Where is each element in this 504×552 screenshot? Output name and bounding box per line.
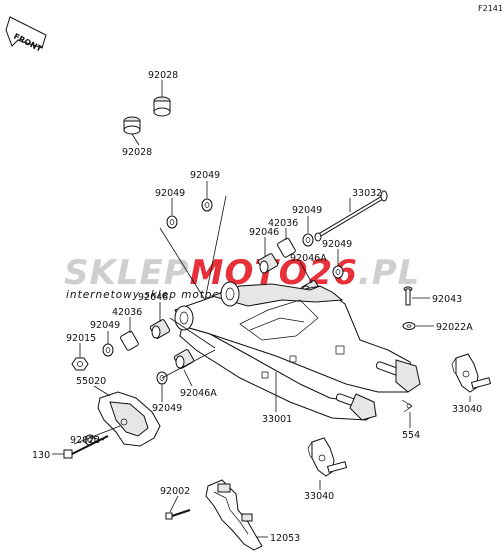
label-33001: 33001 <box>262 414 292 425</box>
chain-slipper-55020-drawing <box>97 391 161 447</box>
label-92015: 92015 <box>66 333 96 344</box>
label-92022A: 92022A <box>436 322 473 333</box>
label-55020: 55020 <box>76 376 106 387</box>
pin-554-drawing <box>401 399 413 413</box>
label-92046-b: 92046 <box>138 292 168 303</box>
diagram-ref-code: F2141 <box>478 4 503 13</box>
chain-adjuster-33040-a-drawing <box>451 353 492 393</box>
pivot-shaft-33032-drawing <box>314 190 388 242</box>
collar-42036-a-drawing <box>277 237 296 258</box>
swingarm-33001-drawing <box>174 281 421 421</box>
washer-92049-a-drawing <box>166 215 178 229</box>
label-92049-c: 92049 <box>292 205 322 216</box>
label-33040-b: 33040 <box>304 491 334 502</box>
label-92046A-b: 92046A <box>180 388 217 399</box>
label-92049-a: 92049 <box>155 188 185 199</box>
front-direction-marker: FRONT <box>5 16 47 54</box>
washer-92022A-drawing <box>402 322 416 330</box>
label-92043: 92043 <box>432 294 462 305</box>
washer-92049-c-drawing <box>302 233 314 247</box>
label-42036-a: 42036 <box>268 218 298 229</box>
label-92028-bottom: 92028 <box>122 147 152 158</box>
bearing-92046-b-drawing <box>149 319 171 339</box>
label-554: 554 <box>402 430 420 441</box>
label-33032: 33032 <box>352 188 382 199</box>
washer-92049-d-drawing <box>332 265 344 279</box>
label-92049-e: 92049 <box>90 320 120 331</box>
label-42036-b: 42036 <box>112 307 142 318</box>
collar-42036-b-drawing <box>120 330 139 351</box>
label-92049-b: 92049 <box>190 170 220 181</box>
chain-adjuster-33040-b-drawing <box>307 437 348 477</box>
label-12053: 12053 <box>270 533 300 544</box>
washer-92049-b-drawing <box>201 198 213 212</box>
washer-92049-e-drawing <box>102 343 114 357</box>
label-92046-a: 92046 <box>249 227 279 238</box>
bushing-92028-top-drawing <box>153 96 171 117</box>
label-92028-top: 92028 <box>148 70 178 81</box>
label-92049-f: 92049 <box>152 403 182 414</box>
bolt-92002-drawing <box>165 509 191 520</box>
label-92022: 92022 <box>70 435 100 446</box>
watermark-brand-d: .PL <box>358 253 421 293</box>
front-arrow-icon <box>5 16 47 49</box>
label-33040-a: 33040 <box>452 404 482 415</box>
label-130: 130 <box>32 450 50 461</box>
watermark-brand-a: SKLEP <box>64 253 190 293</box>
label-92049-d: 92049 <box>322 239 352 250</box>
bolt-92043-drawing <box>403 286 413 306</box>
label-92002: 92002 <box>160 486 190 497</box>
bushing-92028-bottom-drawing <box>123 116 141 135</box>
bearing-92046-a-drawing <box>257 253 279 274</box>
nut-92015-drawing <box>71 357 89 371</box>
chain-case-12053-drawing <box>205 479 263 551</box>
label-92046A-a: 92046A <box>290 253 327 264</box>
